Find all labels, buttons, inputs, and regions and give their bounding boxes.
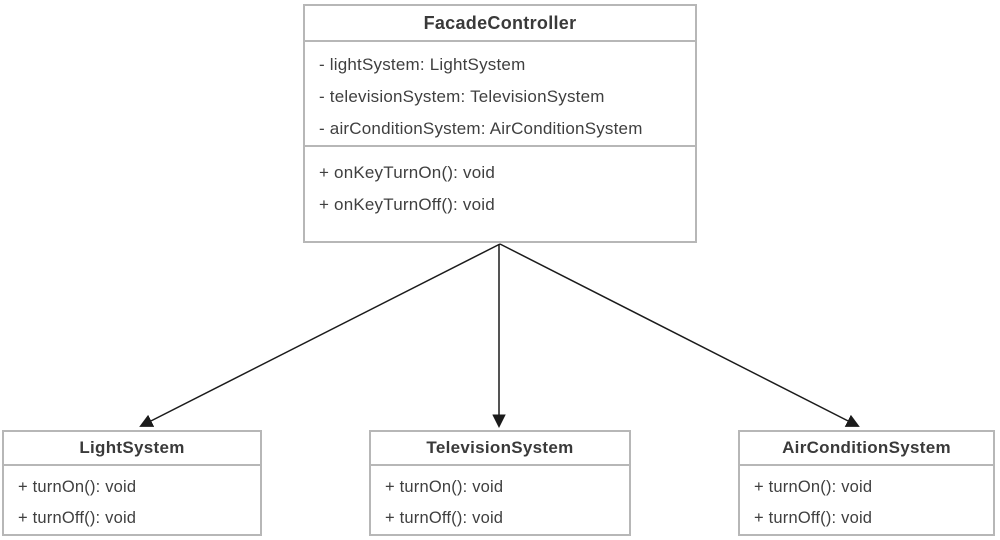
method-row: + turnOff(): void <box>754 509 873 527</box>
methods-section: + turnOn(): void + turnOff(): void <box>740 466 993 534</box>
methods-section: + turnOn(): void + turnOff(): void <box>4 466 260 534</box>
class-televisionsystem: TelevisionSystem + turnOn(): void + turn… <box>369 430 631 536</box>
class-title: LightSystem <box>4 432 260 466</box>
method-row: + onKeyTurnOff(): void <box>319 195 495 214</box>
method-row: + turnOn(): void <box>385 478 504 496</box>
class-title: TelevisionSystem <box>371 432 629 466</box>
method-row: + turnOn(): void <box>18 478 137 496</box>
class-lightsystem: LightSystem + turnOn(): void + turnOff()… <box>2 430 262 536</box>
class-facadecontroller: FacadeController - lightSystem: LightSys… <box>303 4 697 243</box>
attribute-row: - lightSystem: LightSystem <box>319 55 526 74</box>
attribute-row: - airConditionSystem: AirConditionSystem <box>319 119 643 138</box>
association-arrow-to-lightsystem <box>139 243 501 427</box>
methods-section: + onKeyTurnOn(): void + onKeyTurnOff(): … <box>305 147 695 221</box>
method-row: + turnOff(): void <box>18 509 137 527</box>
attributes-section: - lightSystem: LightSystem - televisionS… <box>305 42 695 147</box>
class-title: FacadeController <box>305 6 695 42</box>
method-row: + turnOn(): void <box>754 478 873 496</box>
methods-section: + turnOn(): void + turnOff(): void <box>371 466 629 534</box>
method-row: + turnOff(): void <box>385 509 504 527</box>
association-arrow-to-airconditionsystem <box>499 243 860 427</box>
method-row: + onKeyTurnOn(): void <box>319 163 496 182</box>
attribute-row: - televisionSystem: TelevisionSystem <box>319 87 605 106</box>
class-title: AirConditionSystem <box>740 432 993 466</box>
class-airconditionsystem: AirConditionSystem + turnOn(): void + tu… <box>738 430 995 536</box>
